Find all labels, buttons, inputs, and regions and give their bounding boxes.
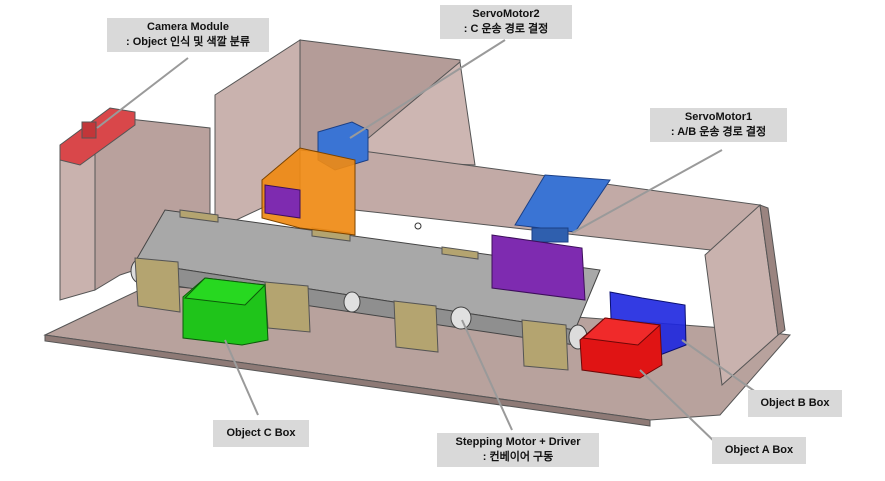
bracket	[521, 319, 569, 371]
servo-1-base	[531, 227, 569, 243]
camera-module	[59, 107, 136, 166]
label-box-a: Object A Box	[712, 437, 806, 464]
label-stepping-desc: : 컨베이어 구동	[482, 451, 554, 463]
roller-motor	[450, 306, 472, 330]
bracket	[441, 246, 479, 260]
label-servo1: ServoMotor1 : A/B 운송 경로 결정	[650, 108, 787, 142]
label-servo2-title: ServoMotor2	[472, 8, 540, 20]
label-camera-title: Camera Module	[147, 21, 229, 33]
object-c-box-inner	[183, 277, 267, 306]
left-end-wall	[59, 149, 96, 301]
label-box-c: Object C Box	[213, 420, 309, 447]
bracket	[393, 300, 439, 353]
label-servo2: ServoMotor2 : C 운송 경로 결정	[440, 5, 572, 39]
leader-stepping	[461, 319, 513, 431]
label-servo1-desc: : A/B 운송 경로 결정	[670, 126, 767, 138]
label-servo1-title: ServoMotor1	[684, 111, 753, 123]
right-end-wall-top	[759, 204, 786, 336]
label-box-b-title: Object B Box	[760, 397, 830, 409]
bracket	[134, 257, 181, 313]
label-servo2-desc: : C 운송 경로 결정	[463, 23, 549, 35]
camera-lens	[81, 121, 97, 139]
label-camera-desc: : Object 인식 및 색깔 분류	[125, 36, 250, 48]
leader-box-b	[681, 339, 761, 396]
label-camera: Camera Module : Object 인식 및 색깔 분류	[107, 18, 269, 52]
label-stepping-title: Stepping Motor + Driver	[455, 436, 581, 448]
leader-box-c	[224, 339, 259, 416]
label-box-a-title: Object A Box	[724, 444, 794, 456]
roller-middle	[343, 291, 361, 313]
leader-servo1	[571, 149, 723, 234]
bracket	[179, 209, 219, 223]
label-box-b: Object B Box	[748, 390, 842, 417]
leader-servo2	[349, 39, 506, 139]
object-a-box-inner	[581, 317, 662, 346]
label-box-c-title: Object C Box	[226, 427, 296, 439]
leader-box-a	[639, 369, 719, 446]
label-stepping: Stepping Motor + Driver : 컨베이어 구동	[437, 433, 599, 467]
leader-camera	[96, 57, 189, 129]
bracket	[264, 281, 311, 333]
purple-paddle	[491, 234, 586, 301]
orange-chute-purple	[264, 184, 301, 219]
wall-hole	[414, 222, 422, 230]
